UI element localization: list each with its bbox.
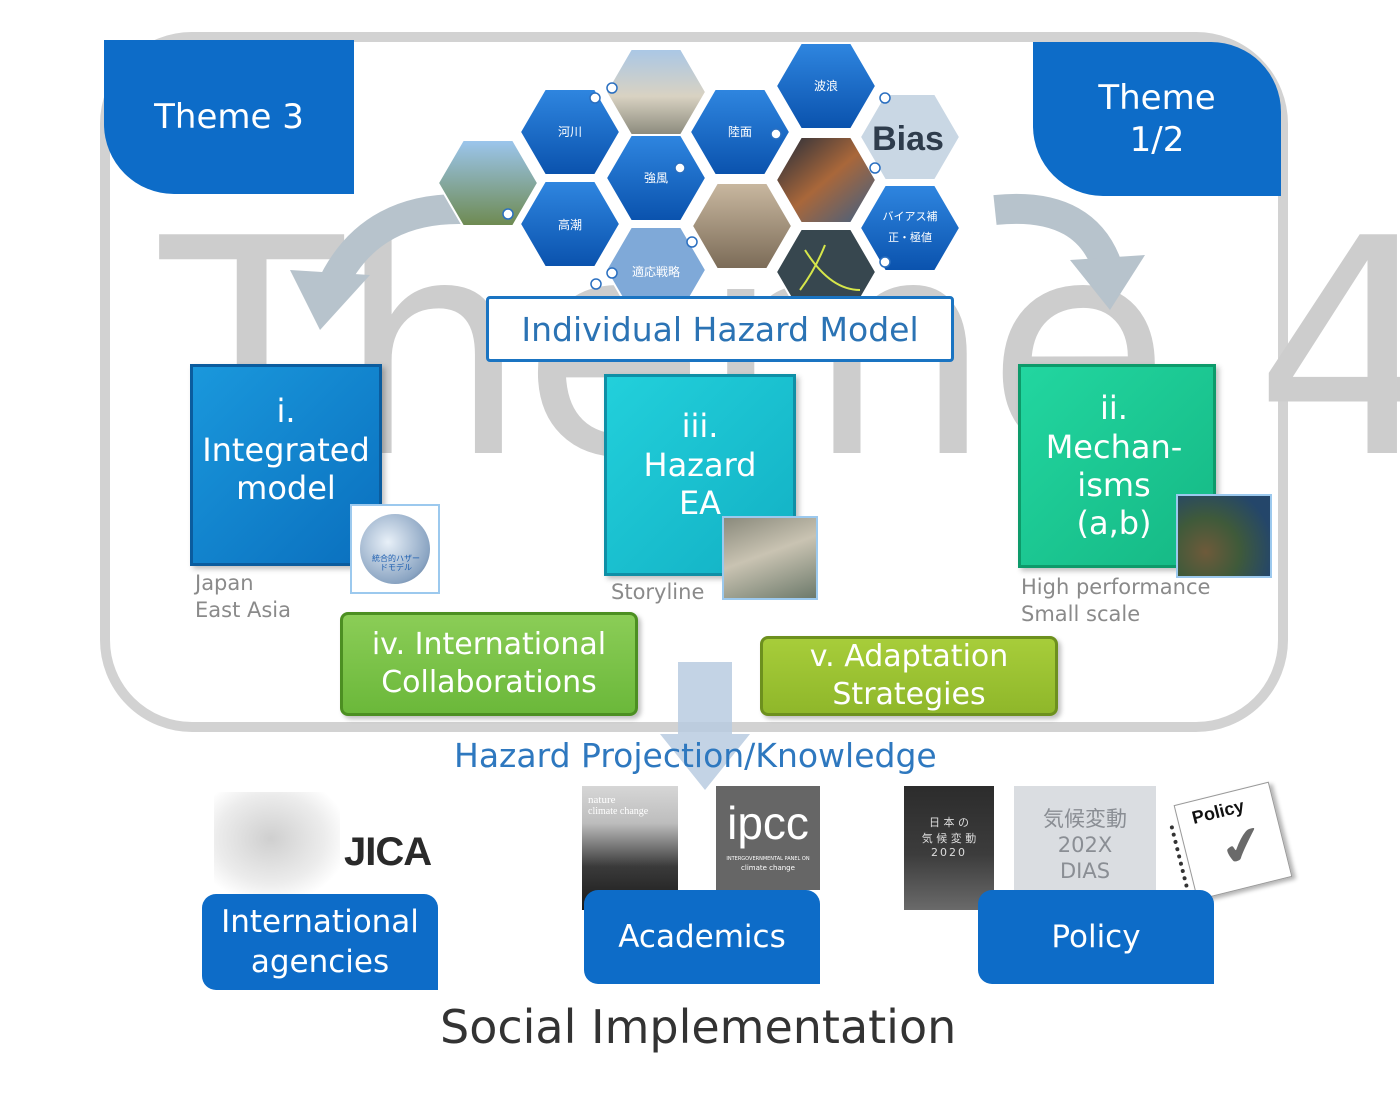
card-iii-scope: Storyline — [611, 579, 704, 606]
graph-hex — [774, 228, 878, 300]
academics-tab: Academics — [584, 890, 820, 984]
hex-bias-label-line1: バイアス補 — [883, 210, 938, 223]
card-iii-line1: Hazard — [643, 445, 757, 484]
hex-takashio-label: 高潮 — [558, 217, 582, 232]
river-photo-hex — [436, 139, 540, 227]
dias-line1: 気候変動 — [1043, 807, 1127, 831]
card-ii-line2: isms — [1077, 466, 1151, 504]
card-ii-number: ii. — [1100, 389, 1128, 428]
integrated-model-thumbnail: 統合的ハザードモデル — [350, 504, 440, 594]
spiral-binding-icon — [1169, 821, 1205, 889]
hex-kasen-label: 河川 — [558, 125, 582, 139]
asia-map-image — [214, 792, 340, 896]
hazard-projection-label: Hazard Projection/Knowledge — [454, 736, 937, 775]
nature-climate-change-cover: nature climate change — [582, 786, 678, 910]
policy-tab: Policy — [978, 890, 1214, 984]
policy-label: Policy — [1051, 919, 1141, 955]
card-integrated-model: i. Integrated model — [190, 364, 382, 566]
integrated-model-thumb-text: 統合的ハザードモデル — [372, 554, 420, 572]
japan-report-line1: 日 本 の — [929, 816, 969, 829]
hex-haro — [774, 42, 878, 130]
hex-haro-label: 波浪 — [814, 78, 838, 93]
hex-tekio-label: 適応戦略 — [632, 264, 680, 279]
theme12-label-line2: 1/2 — [1129, 120, 1185, 160]
individual-hazard-model-label: Individual Hazard Model — [521, 309, 919, 349]
card-i-scope: Japan East Asia — [195, 570, 291, 624]
card-ii-scope-line1: High performance — [1021, 575, 1211, 599]
flood-photo-thumbnail — [722, 516, 818, 600]
card-i-scope-line1: Japan — [195, 571, 254, 595]
international-collaborations-box: iv. International Collaborations — [340, 612, 638, 716]
down-arrow — [660, 662, 750, 790]
international-agencies-tab: International agencies — [202, 894, 438, 990]
ipcc-logo-text: ipcc — [727, 797, 809, 849]
checkmark-icon: ✔ — [1214, 812, 1271, 882]
coast-photo-hex — [604, 48, 708, 136]
japan-climate-report-cover: 日 本 の 気 候 変 動 2020 — [904, 786, 994, 910]
social-implementation-title: Social Implementation — [440, 1000, 957, 1054]
hex-connector-dots — [502, 82, 891, 290]
jica-logo: JICA — [344, 830, 432, 874]
card-ii-scope: High performance Small scale — [1021, 574, 1210, 628]
adaptation-strategies-box: v. Adaptation Strategies — [760, 636, 1058, 716]
collab-iv-line2: Collaborations — [381, 665, 597, 700]
nature-cover-line1: nature — [588, 794, 616, 806]
card-ii-line3: (a,b) — [1076, 504, 1152, 543]
japan-report-line2: 気 候 変 動 — [921, 832, 977, 845]
card-iii-scope-line1: Storyline — [611, 580, 705, 604]
card-ii-scope-line2: Small scale — [1021, 602, 1141, 626]
hex-tekio — [604, 226, 708, 300]
bias-sign-text: Bias — [872, 120, 944, 158]
hex-bias — [858, 184, 962, 272]
intl-agencies-line1: International — [221, 904, 419, 940]
card-i-number: i. — [276, 392, 296, 431]
hex-kyofu-label: 強風 — [644, 171, 668, 185]
collab-v-line2: Strategies — [832, 677, 986, 712]
academics-label: Academics — [618, 919, 786, 955]
collab-v-line1: v. Adaptation — [809, 639, 1009, 674]
right-arrow-head — [1070, 255, 1145, 310]
card-iii-line2: EA — [678, 484, 722, 523]
hexagon-cluster: Bias 河川 強風 高潮 陸面 波浪 適応戦略 バイアス補 正・極値 — [436, 42, 962, 300]
theme12-tab: Theme 1/2 — [1033, 42, 1281, 196]
hex-rikumen-label: 陸面 — [728, 125, 752, 139]
individual-hazard-model-box: Individual Hazard Model — [486, 296, 954, 362]
theme3-tab: Theme 3 — [104, 40, 354, 194]
dias-report-box: 気候変動 202X DIAS — [1014, 786, 1156, 892]
hex-rikumen — [688, 88, 792, 176]
integrated-model-globe — [360, 514, 430, 584]
graph-curves — [799, 244, 861, 291]
card-i-scope-line2: East Asia — [195, 598, 291, 622]
satellite-map-thumbnail — [1176, 494, 1272, 578]
hex-bias-label-line2: 正・極値 — [888, 230, 932, 244]
hex-takashio — [518, 180, 622, 268]
collab-iv-line1: iv. International — [371, 627, 607, 662]
card-ii-line1: Mechan- — [1045, 427, 1183, 466]
card-i-line1: Integrated — [202, 430, 370, 469]
dias-line2: 202X — [1057, 833, 1113, 857]
ipcc-logo-box: ipcc INTERGOVERNMENTAL PANEL ON climate … — [716, 786, 820, 890]
theme3-label: Theme 3 — [154, 96, 304, 137]
nature-cover-line2: climate change — [588, 806, 649, 817]
card-iii-number: iii. — [681, 407, 719, 446]
intl-agencies-line2: agencies — [250, 944, 390, 980]
left-arrow-head — [290, 270, 370, 330]
ipcc-subtitle-line2: climate change — [741, 864, 795, 872]
policy-notebook-icon: Policy ✔ — [1169, 781, 1293, 901]
satellite-photo-hex — [774, 136, 878, 224]
down-arrow-shape — [660, 662, 750, 790]
japan-report-line3: 2020 — [931, 846, 967, 859]
card-i-line2: model — [236, 469, 336, 508]
ipcc-subtitle-line1: INTERGOVERNMENTAL PANEL ON — [726, 856, 810, 862]
hex-kasen — [518, 88, 622, 176]
city-photo-hex — [690, 182, 794, 270]
hex-kyofu — [604, 134, 708, 222]
dias-line3: DIAS — [1059, 859, 1111, 883]
theme12-label-line1: Theme — [1098, 77, 1216, 118]
